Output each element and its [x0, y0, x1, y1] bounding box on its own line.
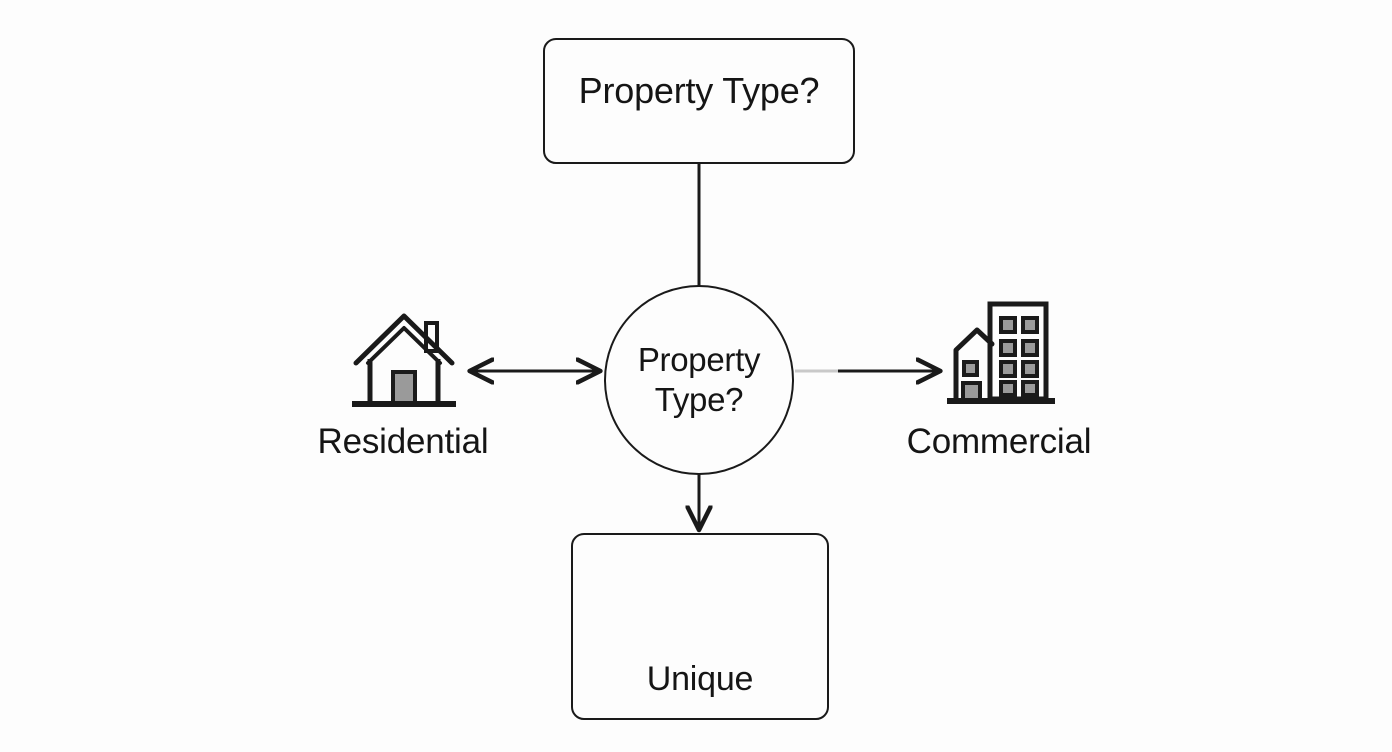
node-title-label: Property Type?	[578, 70, 820, 111]
label-commercial: Commercial	[906, 422, 1092, 461]
node-decision-property-type[interactable]: Property Type?	[604, 285, 794, 475]
label-residential: Residential	[317, 422, 489, 461]
node-unique-label: Unique	[646, 660, 754, 698]
decision-node-label: Property Type?	[637, 340, 761, 418]
office-building-icon	[946, 298, 1056, 410]
node-unique[interactable]: Unique	[571, 533, 829, 720]
house-icon	[351, 305, 457, 413]
node-property-type-title[interactable]: Property Type?	[543, 38, 855, 164]
